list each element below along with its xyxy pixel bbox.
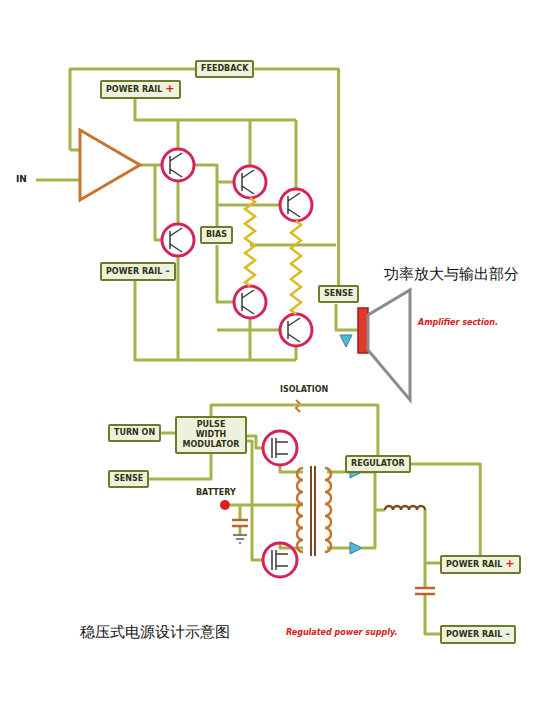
speaker-cone bbox=[368, 290, 410, 400]
feedback-wire bbox=[70, 69, 195, 150]
label-box: REGULATOR bbox=[345, 455, 411, 473]
mosfet-symbol bbox=[263, 431, 297, 465]
wire-connector bbox=[411, 464, 481, 555]
part-label: IN bbox=[16, 174, 27, 184]
box-label: POWER RAIL bbox=[106, 267, 162, 276]
label-box: SENSE bbox=[108, 470, 149, 488]
box-label: TURN ON bbox=[114, 428, 155, 437]
box-label: SENSE bbox=[114, 474, 143, 483]
transformer-winding bbox=[297, 468, 303, 552]
section-caption: 功率放大与输出部分 bbox=[384, 266, 519, 283]
capacitors bbox=[232, 520, 435, 594]
polarity-sign: + bbox=[505, 557, 514, 570]
box-label: POWER RAIL bbox=[106, 85, 162, 94]
transistor-symbol bbox=[234, 166, 266, 198]
transformer-core bbox=[311, 466, 315, 556]
capacitor-symbol bbox=[415, 588, 435, 594]
polarity-sign: + bbox=[165, 82, 174, 95]
label-box: BIAS bbox=[200, 226, 233, 244]
capacitor-symbol bbox=[232, 520, 248, 526]
box-label: SENSE bbox=[324, 289, 353, 298]
battery-dot bbox=[220, 500, 230, 510]
box-label: BIAS bbox=[206, 230, 227, 239]
input-wire bbox=[36, 179, 80, 182]
label-box: POWER RAIL+ bbox=[100, 80, 181, 99]
label-box: TURN ON bbox=[108, 424, 161, 442]
ground-symbol bbox=[233, 535, 247, 543]
box-label: POWER RAIL bbox=[446, 630, 502, 639]
resistor-symbol bbox=[245, 198, 255, 286]
wire-connector bbox=[149, 454, 211, 479]
diodes bbox=[350, 466, 362, 554]
transistor-symbol bbox=[162, 149, 194, 181]
part-label: Amplifier section. bbox=[418, 318, 498, 327]
polarity-sign: - bbox=[505, 627, 510, 640]
box-label: PULSE WIDTH MODULATOR bbox=[183, 420, 240, 449]
diode-symbol bbox=[350, 542, 362, 554]
transistor-internals bbox=[170, 153, 300, 570]
box-label: REGULATOR bbox=[351, 459, 405, 468]
transistor-symbol bbox=[162, 224, 194, 256]
primary-wire bbox=[230, 465, 303, 548]
label-box: FEEDBACK bbox=[195, 60, 254, 78]
transformer-winding bbox=[325, 468, 331, 552]
wire-connector bbox=[254, 69, 338, 285]
mosfet-leads bbox=[272, 438, 288, 570]
gate-wire bbox=[246, 436, 263, 560]
inductor-coil bbox=[385, 506, 425, 510]
transistor-symbol bbox=[280, 314, 312, 346]
secondary-wire bbox=[327, 472, 440, 634]
polarity-sign: - bbox=[165, 264, 170, 277]
wire-connector bbox=[161, 432, 175, 435]
label-box: PULSE WIDTH MODULATOR bbox=[175, 416, 247, 454]
label-box: POWER RAIL- bbox=[440, 625, 516, 644]
transistor-symbol bbox=[234, 286, 266, 318]
transistor-leads bbox=[170, 153, 300, 342]
label-box: SENSE bbox=[318, 285, 359, 303]
transistor-symbol bbox=[280, 189, 312, 221]
label-box: POWER RAIL+ bbox=[440, 555, 521, 574]
section-caption: 稳压式电源设计示意图 bbox=[80, 624, 230, 641]
mosfet-symbol bbox=[263, 543, 297, 577]
box-label: FEEDBACK bbox=[201, 64, 248, 73]
wires bbox=[36, 69, 440, 634]
op-amp-symbol bbox=[80, 130, 140, 200]
terminal-symbol bbox=[340, 335, 352, 347]
part-label: Regulated power supply. bbox=[286, 628, 397, 637]
transistors bbox=[162, 149, 312, 577]
driver-wire bbox=[140, 165, 162, 240]
box-label: POWER RAIL bbox=[446, 560, 502, 569]
part-label: ISOLATION bbox=[280, 385, 328, 394]
resistor-symbol bbox=[291, 221, 301, 314]
part-label: BATTERY bbox=[196, 488, 236, 497]
label-box: POWER RAIL- bbox=[100, 262, 176, 281]
